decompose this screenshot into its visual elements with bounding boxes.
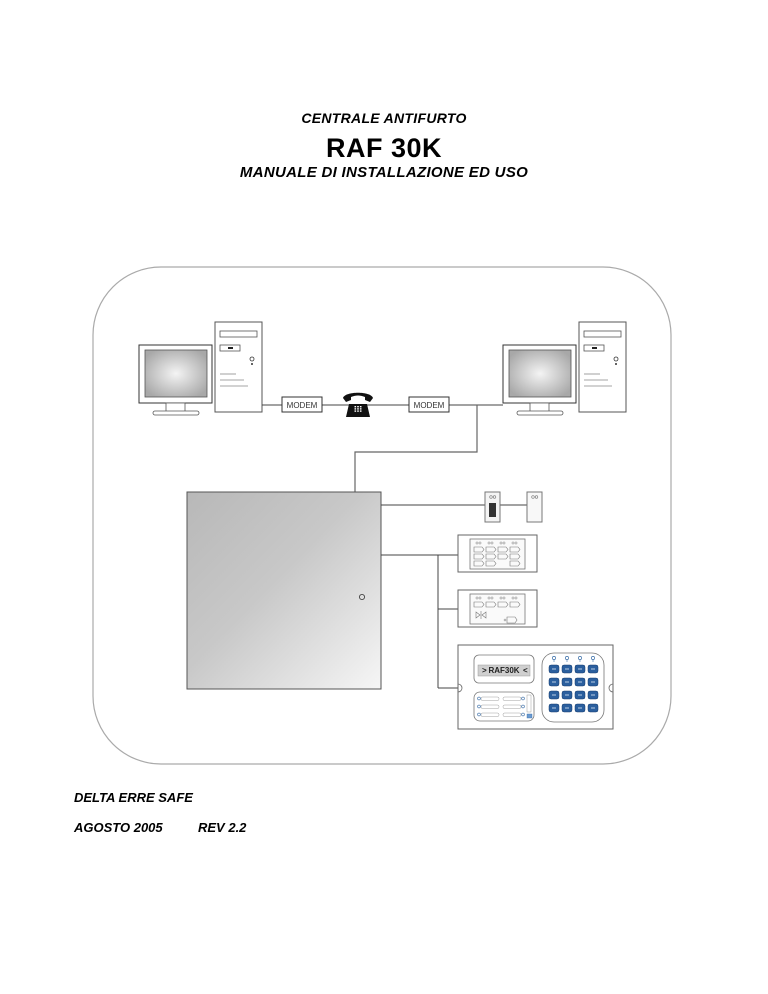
publication-date: AGOSTO 2005: [74, 820, 163, 835]
key-icon: [497, 546, 509, 553]
led-icon: [490, 596, 494, 600]
company-name: DELTA ERRE SAFE: [74, 790, 193, 805]
key-icon: [509, 560, 521, 567]
control-panel-icon: [186, 491, 382, 690]
document-subtitle: CENTRALE ANTIFURTO: [301, 110, 467, 126]
display-left-marker: >: [482, 666, 487, 675]
led-icon: [499, 596, 503, 600]
display-right-marker: <: [523, 666, 528, 675]
computer-icon-right: [502, 321, 627, 416]
led-icon: [521, 712, 525, 717]
led-icon: [490, 541, 494, 545]
led-icon: [511, 541, 515, 545]
keypad-icon-1: [457, 534, 538, 573]
led-icon: [521, 704, 525, 709]
key-icon: [485, 601, 497, 608]
led-icon: [521, 696, 525, 701]
key-icon: [485, 560, 497, 567]
led-icon: [477, 704, 481, 709]
diagram-frame: [92, 266, 672, 765]
key-icon: [473, 601, 485, 608]
led-icon: [502, 596, 506, 600]
revision: REV 2.2: [198, 820, 247, 835]
led-icon: [478, 596, 482, 600]
keypad-icon-2: [457, 589, 538, 628]
key-reader-icon-1: [484, 491, 501, 523]
document-title: RAF 30K: [325, 133, 443, 163]
led-icon: [475, 596, 479, 600]
led-icon: [475, 541, 479, 545]
key-icon: [497, 553, 509, 560]
led-icon: [487, 541, 491, 545]
led-icon: [478, 541, 482, 545]
key-icon: [509, 553, 521, 560]
led-icon: [502, 541, 506, 545]
key-icon: [473, 560, 485, 567]
led-icon: [514, 541, 518, 545]
manual-title: MANUALE DI INSTALLAZIONE ED USO: [239, 164, 529, 181]
led-icon: [499, 541, 503, 545]
keypad-icon-main: > RAF30K <: [457, 644, 614, 730]
modem-right-label: MODEM: [414, 401, 445, 410]
computer-icon-left: [138, 321, 263, 416]
modem-icon-left: MODEM: [281, 396, 323, 413]
key-icon: [485, 553, 497, 560]
key-icon: [473, 546, 485, 553]
led-icon: [514, 596, 518, 600]
key-icon: [497, 601, 509, 608]
key-icon: [509, 601, 521, 608]
led-icon: [487, 596, 491, 600]
modem-left-label: MODEM: [287, 401, 318, 410]
telephone-icon: [343, 392, 373, 417]
keypad-display-text: RAF30K: [488, 666, 519, 675]
led-icon: [477, 712, 481, 717]
key-reader-icon-2: [526, 491, 543, 523]
panel-connection-line: [354, 405, 478, 492]
led-icon: [477, 696, 481, 701]
key-icon: [485, 546, 497, 553]
modem-icon-right: MODEM: [408, 396, 450, 413]
key-icon: [509, 546, 521, 553]
key-icon: [473, 553, 485, 560]
led-icon: [511, 596, 515, 600]
